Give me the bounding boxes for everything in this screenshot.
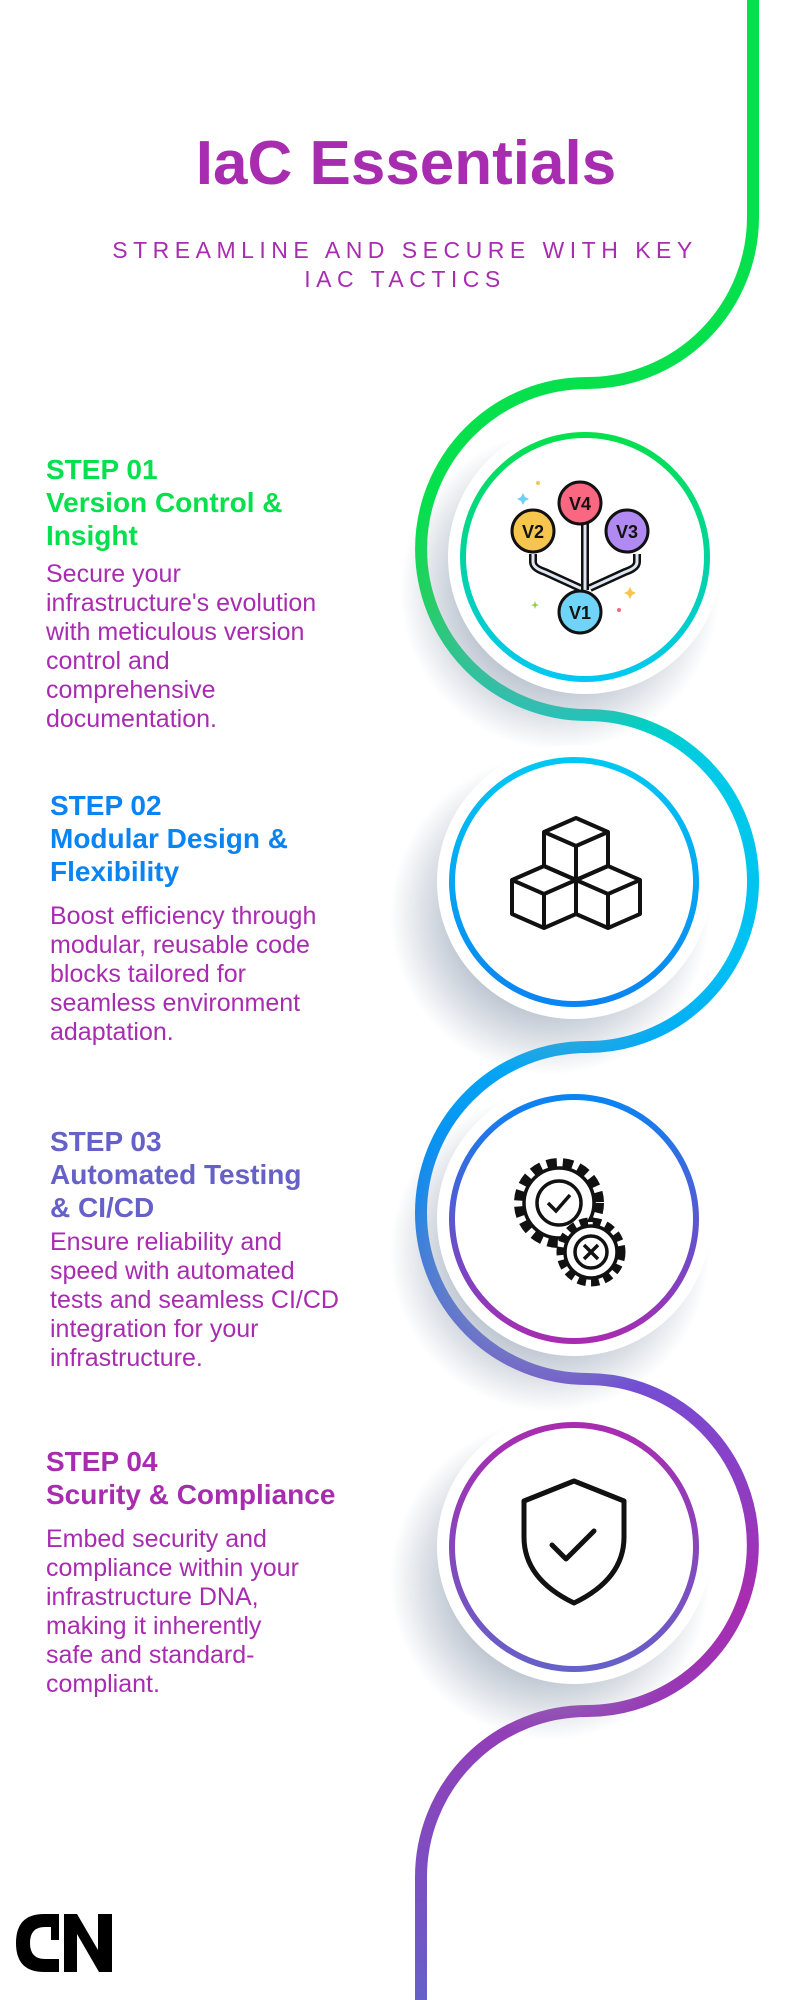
description-line: with meticulous version [46, 618, 305, 646]
step-number: STEP 04 [46, 1446, 158, 1477]
description-line: adaptation. [50, 1018, 174, 1046]
description-line: modular, reusable code [50, 931, 310, 959]
description-line: infrastructure. [50, 1344, 203, 1372]
step-number: STEP 01 [46, 454, 158, 485]
gears-check-icon [514, 1158, 626, 1287]
shield-check-icon [521, 1478, 627, 1606]
step-03-badge [390, 1082, 711, 1412]
svg-text:V2: V2 [522, 522, 544, 542]
step-title: Flexibility [50, 856, 180, 887]
step-description: Boost efficiency through modular, reusab… [50, 902, 410, 1047]
page-subtitle: STREAMLINE AND SECURE WITH KEY IAC TACTI… [20, 236, 790, 294]
cn-logo [16, 1914, 112, 1972]
description-line: speed with automated [50, 1257, 295, 1285]
page-title: IaC Essentials [195, 129, 617, 198]
step-title: Modular Design & [50, 823, 289, 854]
step-description: Secure your infrastructure's evolution w… [46, 560, 406, 734]
step-02-badge [390, 745, 711, 1075]
step-01: STEP 01 Version Control & Insight Secure… [46, 453, 406, 734]
description-line: safe and standard- [46, 1641, 255, 1669]
step-description: Ensure reliability and speed with automa… [50, 1228, 410, 1373]
step-title: Scurity & Compliance [46, 1479, 336, 1510]
step-number: STEP 02 [50, 790, 162, 821]
step-title: Insight [46, 520, 138, 551]
step-03: STEP 03 Automated Testing & CI/CD Ensure… [50, 1125, 410, 1373]
svg-text:V3: V3 [616, 522, 638, 542]
description-line: infrastructure's evolution [46, 589, 317, 617]
description-line: integration for your [50, 1315, 259, 1343]
cubes-icon [510, 816, 642, 930]
step-title: Version Control & [46, 487, 283, 518]
description-line: making it inherently [46, 1612, 262, 1640]
description-line: tests and seamless CI/CD [50, 1286, 339, 1314]
step-02: STEP 02 Modular Design & Flexibility Boo… [50, 789, 410, 1047]
description-line: control and [46, 647, 170, 675]
description-line: compliant. [46, 1670, 160, 1698]
description-line: Ensure reliability and [50, 1228, 283, 1256]
description-line: documentation. [46, 705, 217, 733]
description-line: seamless environment [50, 989, 301, 1017]
step-01-badge: V4 V2 V3 V1 [400, 420, 722, 750]
svg-text:V1: V1 [569, 603, 591, 623]
description-line: Embed security and [46, 1525, 267, 1553]
subtitle-line: STREAMLINE AND SECURE WITH KEY [112, 237, 698, 263]
description-line: comprehensive [46, 676, 216, 704]
step-04: STEP 04 Scurity & Compliance Embed secur… [46, 1445, 406, 1699]
description-line: Secure your [46, 560, 181, 588]
step-title: Automated Testing [50, 1159, 302, 1190]
step-04-badge [390, 1410, 711, 1740]
step-description: Embed security and compliance within you… [46, 1525, 406, 1699]
subtitle-line: IAC TACTICS [304, 266, 506, 292]
step-title: & CI/CD [50, 1192, 155, 1223]
description-line: Boost efficiency through [50, 902, 317, 930]
sparkle-icons [517, 481, 636, 612]
description-line: infrastructure DNA, [46, 1583, 259, 1611]
step-number: STEP 03 [50, 1126, 162, 1157]
version-branches-icon: V4 V2 V3 V1 [510, 480, 650, 635]
description-line: blocks tailored for [50, 960, 246, 988]
description-line: compliance within your [46, 1554, 299, 1582]
svg-text:V4: V4 [569, 494, 591, 514]
